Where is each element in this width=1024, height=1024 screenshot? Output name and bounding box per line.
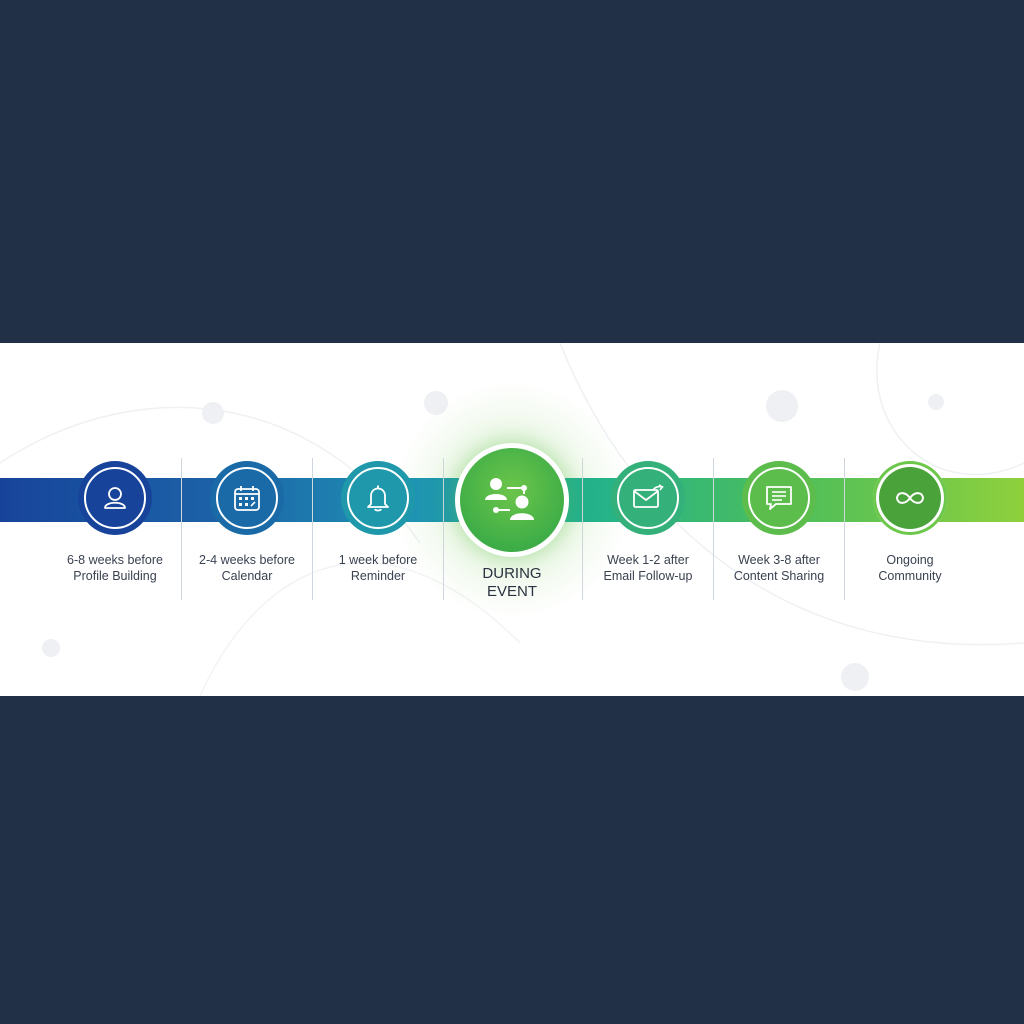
background-decoration bbox=[0, 343, 1024, 696]
email-icon bbox=[633, 484, 664, 508]
step-timing: Week 1-2 after bbox=[607, 553, 689, 567]
step-name: Calendar bbox=[221, 569, 273, 583]
step-timing: Week 3-8 after bbox=[738, 553, 820, 567]
step-name: Email Follow-up bbox=[603, 569, 693, 583]
calendar-icon bbox=[234, 486, 260, 511]
networking-icon bbox=[485, 478, 534, 520]
step-label: Week 1-2 after Email Follow-up bbox=[583, 552, 713, 584]
step-node bbox=[611, 461, 685, 535]
step-label: DURING EVENT bbox=[447, 565, 577, 601]
step-label: 1 week before Reminder bbox=[313, 552, 443, 584]
step-label: Week 3-8 after Content Sharing bbox=[714, 552, 844, 584]
divider bbox=[713, 458, 714, 600]
timeline-band: 6-8 weeks before Profile Building bbox=[0, 343, 1024, 696]
step-name: Content Sharing bbox=[733, 569, 825, 583]
step-timing: 6-8 weeks before bbox=[67, 553, 163, 567]
step-timing: DURING bbox=[482, 565, 542, 582]
user-icon bbox=[104, 487, 126, 509]
step-name: Reminder bbox=[350, 569, 406, 583]
divider bbox=[844, 458, 845, 600]
step-node bbox=[873, 461, 947, 535]
divider bbox=[181, 458, 182, 600]
step-node bbox=[78, 461, 152, 535]
step-label: 6-8 weeks before Profile Building bbox=[50, 552, 180, 584]
bell-icon bbox=[367, 485, 389, 512]
step-timing: Ongoing bbox=[886, 553, 934, 567]
divider bbox=[312, 458, 313, 600]
step-timing: 1 week before bbox=[338, 553, 418, 567]
divider bbox=[443, 458, 444, 600]
step-node bbox=[210, 461, 284, 535]
step-label: Ongoing Community bbox=[845, 552, 975, 584]
step-name: Profile Building bbox=[73, 569, 157, 583]
step-node-highlighted bbox=[455, 443, 569, 557]
step-timing: 2-4 weeks before bbox=[199, 553, 295, 567]
chat-icon bbox=[766, 486, 792, 510]
step-label: 2-4 weeks before Calendar bbox=[182, 552, 312, 584]
divider bbox=[582, 458, 583, 600]
step-name: Community bbox=[878, 569, 942, 583]
step-node bbox=[742, 461, 816, 535]
step-name: EVENT bbox=[486, 583, 537, 600]
infinity-icon bbox=[895, 492, 925, 504]
step-node bbox=[341, 461, 415, 535]
